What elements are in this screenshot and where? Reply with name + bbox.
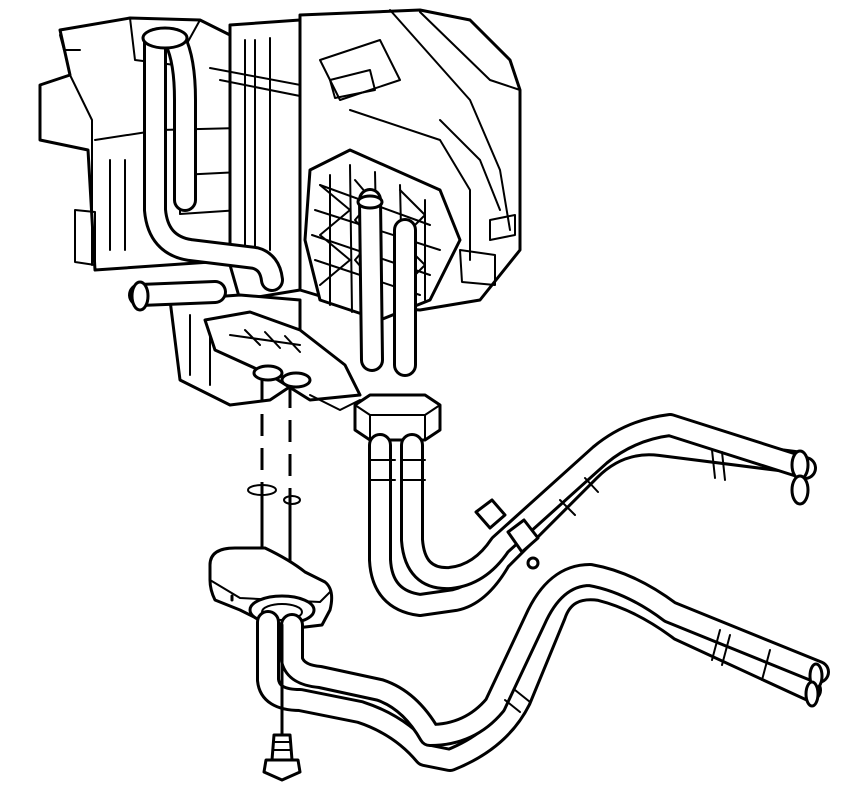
retainer-bolt (262, 623, 302, 782)
heater-core-pipes (128, 26, 417, 377)
hose-clamps (474, 498, 540, 570)
upper-hose-connector (353, 393, 442, 442)
pipe-bracket (203, 310, 362, 411)
upper-heater-hoses (368, 413, 817, 617)
lower-heater-hoses (256, 563, 830, 772)
o-ring-seals (247, 380, 301, 567)
